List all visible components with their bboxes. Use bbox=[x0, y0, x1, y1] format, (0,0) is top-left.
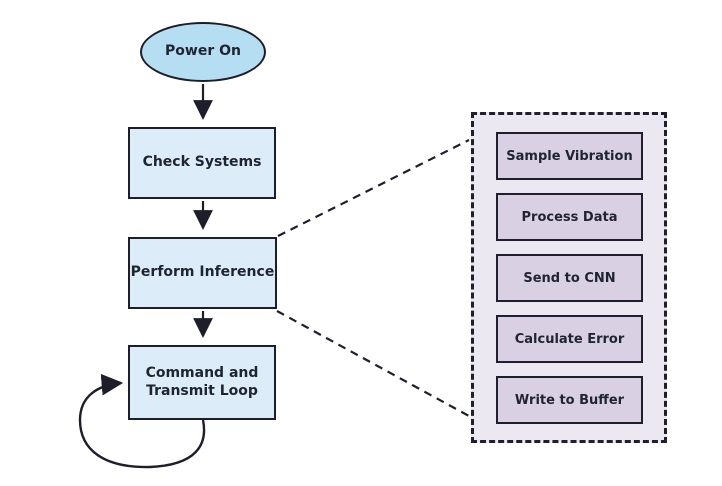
node-power-on: Power On bbox=[140, 22, 266, 82]
step-process-data: Process Data bbox=[496, 193, 643, 241]
step-calculate-error-label: Calculate Error bbox=[514, 331, 625, 347]
step-process-data-label: Process Data bbox=[521, 209, 618, 225]
step-sample-vibration-label: Sample Vibration bbox=[506, 148, 633, 164]
step-calculate-error: Calculate Error bbox=[496, 315, 643, 363]
step-write-to-buffer-label: Write to Buffer bbox=[514, 392, 625, 408]
node-command-transmit-loop: Command and Transmit Loop bbox=[128, 345, 276, 420]
step-send-to-cnn: Send to CNN bbox=[496, 254, 643, 302]
step-send-to-cnn-label: Send to CNN bbox=[523, 270, 616, 286]
node-check-systems-label: Check Systems bbox=[142, 154, 262, 171]
node-perform-inference: Perform Inference bbox=[128, 237, 277, 309]
step-sample-vibration: Sample Vibration bbox=[496, 132, 643, 180]
step-write-to-buffer: Write to Buffer bbox=[496, 376, 643, 424]
dashed-connector-top bbox=[277, 139, 470, 237]
node-check-systems: Check Systems bbox=[128, 127, 276, 199]
node-command-transmit-loop-label: Command and Transmit Loop bbox=[145, 365, 259, 399]
dashed-connector-bottom bbox=[276, 310, 470, 417]
node-power-on-label: Power On bbox=[165, 43, 241, 60]
node-perform-inference-label: Perform Inference bbox=[130, 264, 275, 281]
inference-detail-panel: Sample Vibration Process Data Send to CN… bbox=[471, 112, 667, 443]
